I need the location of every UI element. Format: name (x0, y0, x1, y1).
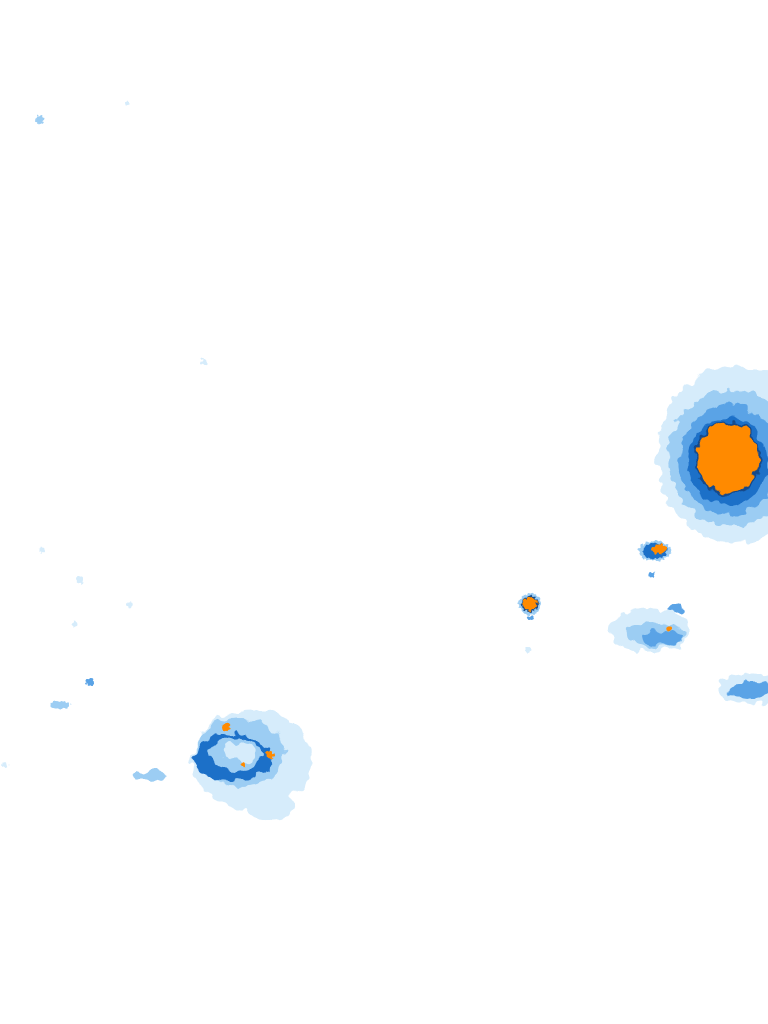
rain-band-east-edge (718, 672, 768, 704)
echo-moderate (86, 678, 94, 686)
echo-core (665, 625, 671, 631)
echo-moderate (667, 603, 685, 613)
echo-vlight (127, 602, 133, 608)
storm-cell-large-east-core (695, 421, 761, 495)
echo-moderate (642, 631, 682, 645)
echo-core (523, 597, 537, 611)
echo-vlight (246, 791, 294, 819)
echo-vlight (201, 359, 207, 365)
echo-moderate (649, 572, 655, 578)
echo-light (50, 701, 70, 709)
echo-core (222, 723, 230, 731)
echo-vlight (76, 576, 84, 584)
echo-core (266, 751, 274, 759)
echo-vlight (2, 762, 8, 768)
storm-cell-small-central (519, 593, 541, 653)
storm-cell-southwest-cores (222, 723, 274, 767)
rain-band-southeast (610, 603, 690, 652)
echo-vlight (224, 742, 256, 762)
echo-vlight (72, 622, 78, 628)
echo-vlight (125, 101, 129, 105)
echo-core (241, 763, 245, 767)
echo-vlight (39, 547, 45, 553)
echo-moderate (526, 616, 534, 620)
storm-cell-small-northeast (639, 541, 671, 578)
echo-speck-top-left (36, 101, 207, 365)
storm-cell-southwest (134, 710, 312, 819)
light-echoes-west (2, 547, 133, 768)
echo-core (697, 423, 759, 493)
echo-light (134, 770, 166, 782)
echo-vlight (525, 647, 531, 653)
echo-moderate (728, 682, 768, 698)
echo-light (36, 116, 44, 124)
echo-core (652, 544, 666, 554)
